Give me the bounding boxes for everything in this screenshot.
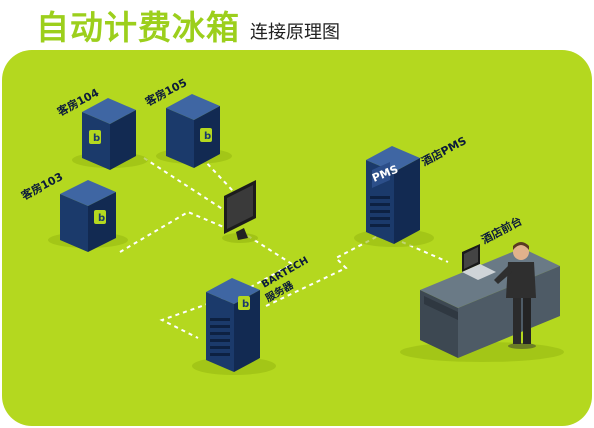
room-103-label: 客房103 — [18, 169, 65, 203]
server-icon — [238, 296, 250, 310]
diagram-panel: b 客房104 b 客房105 b 客房103 — [2, 50, 592, 426]
page-subtitle: 连接原理图 — [250, 22, 340, 43]
svg-text:b: b — [242, 299, 249, 310]
connection-diagram: b 客房104 b 客房105 b 客房103 — [18, 75, 564, 375]
reception-desk-icon — [400, 242, 564, 362]
server-hotel-pms: PMS — [354, 146, 434, 247]
monitor-icon — [222, 180, 258, 243]
front-desk-label: 酒店前台 — [479, 214, 524, 247]
fridge-room-104: b — [72, 98, 148, 170]
server-bartech: b — [192, 278, 276, 375]
fridge-icon — [200, 128, 212, 142]
svg-text:b: b — [93, 133, 100, 144]
svg-text:b: b — [204, 131, 211, 142]
svg-text:b: b — [98, 213, 105, 224]
header: 自动计费冰箱 连接原理图 — [36, 4, 340, 48]
fridge-icon — [94, 210, 106, 224]
fridge-room-105: b — [156, 94, 232, 168]
hotel-pms-label: 酒店PMS — [419, 133, 469, 168]
fridge-room-103: b — [48, 180, 128, 252]
fridge-icon — [89, 130, 101, 144]
page-title: 自动计费冰箱 — [36, 8, 240, 47]
